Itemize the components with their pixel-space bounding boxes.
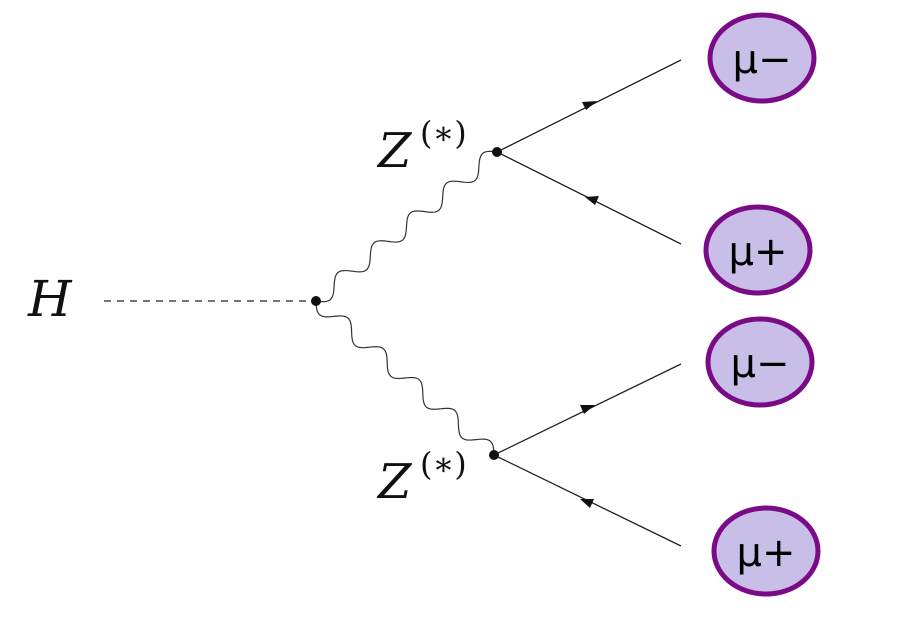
z-label-upper-superscript: (∗) bbox=[420, 114, 467, 152]
lepton-badge-lower-plus: μ+ bbox=[711, 505, 821, 597]
lepton-upper-plus-label: μ+ bbox=[729, 229, 788, 275]
arrow-lower-plus-icon bbox=[580, 499, 594, 508]
lepton-lower-plus-label: μ+ bbox=[737, 530, 796, 576]
lepton-badge-upper-plus-shape bbox=[703, 204, 813, 296]
lepton-badge-upper-minus-shape bbox=[707, 12, 817, 104]
arrow-upper-minus-icon bbox=[582, 101, 597, 110]
z-label-upper-main: Z bbox=[376, 123, 413, 179]
lepton-badge-lower-minus: μ− bbox=[705, 316, 815, 408]
lepton-badge-lower-plus-shape bbox=[711, 505, 821, 597]
arrow-upper-plus-icon bbox=[585, 196, 599, 205]
z-boson-lower-propagator bbox=[315, 300, 495, 456]
lepton-badge-upper-minus: μ− bbox=[707, 12, 817, 104]
upper-vertex bbox=[492, 147, 502, 157]
lower-vertex bbox=[489, 450, 499, 460]
arrow-lower-minus-icon bbox=[580, 405, 595, 414]
z-label-upper: Z (∗) bbox=[376, 114, 467, 179]
lepton-badge-upper-plus: μ+ bbox=[703, 204, 813, 296]
z-label-lower-superscript: (∗) bbox=[420, 445, 467, 483]
z-label-lower-main: Z bbox=[376, 454, 413, 510]
higgs-vertex bbox=[311, 296, 321, 306]
lepton-badge-lower-minus-shape bbox=[705, 316, 815, 408]
higgs-label: H bbox=[27, 270, 73, 328]
lepton-lower-minus-label: μ− bbox=[731, 341, 790, 387]
z-label-lower: Z (∗) bbox=[376, 445, 467, 510]
lepton-upper-minus-label: μ− bbox=[733, 37, 792, 83]
z-boson-upper-propagator bbox=[315, 150, 498, 303]
